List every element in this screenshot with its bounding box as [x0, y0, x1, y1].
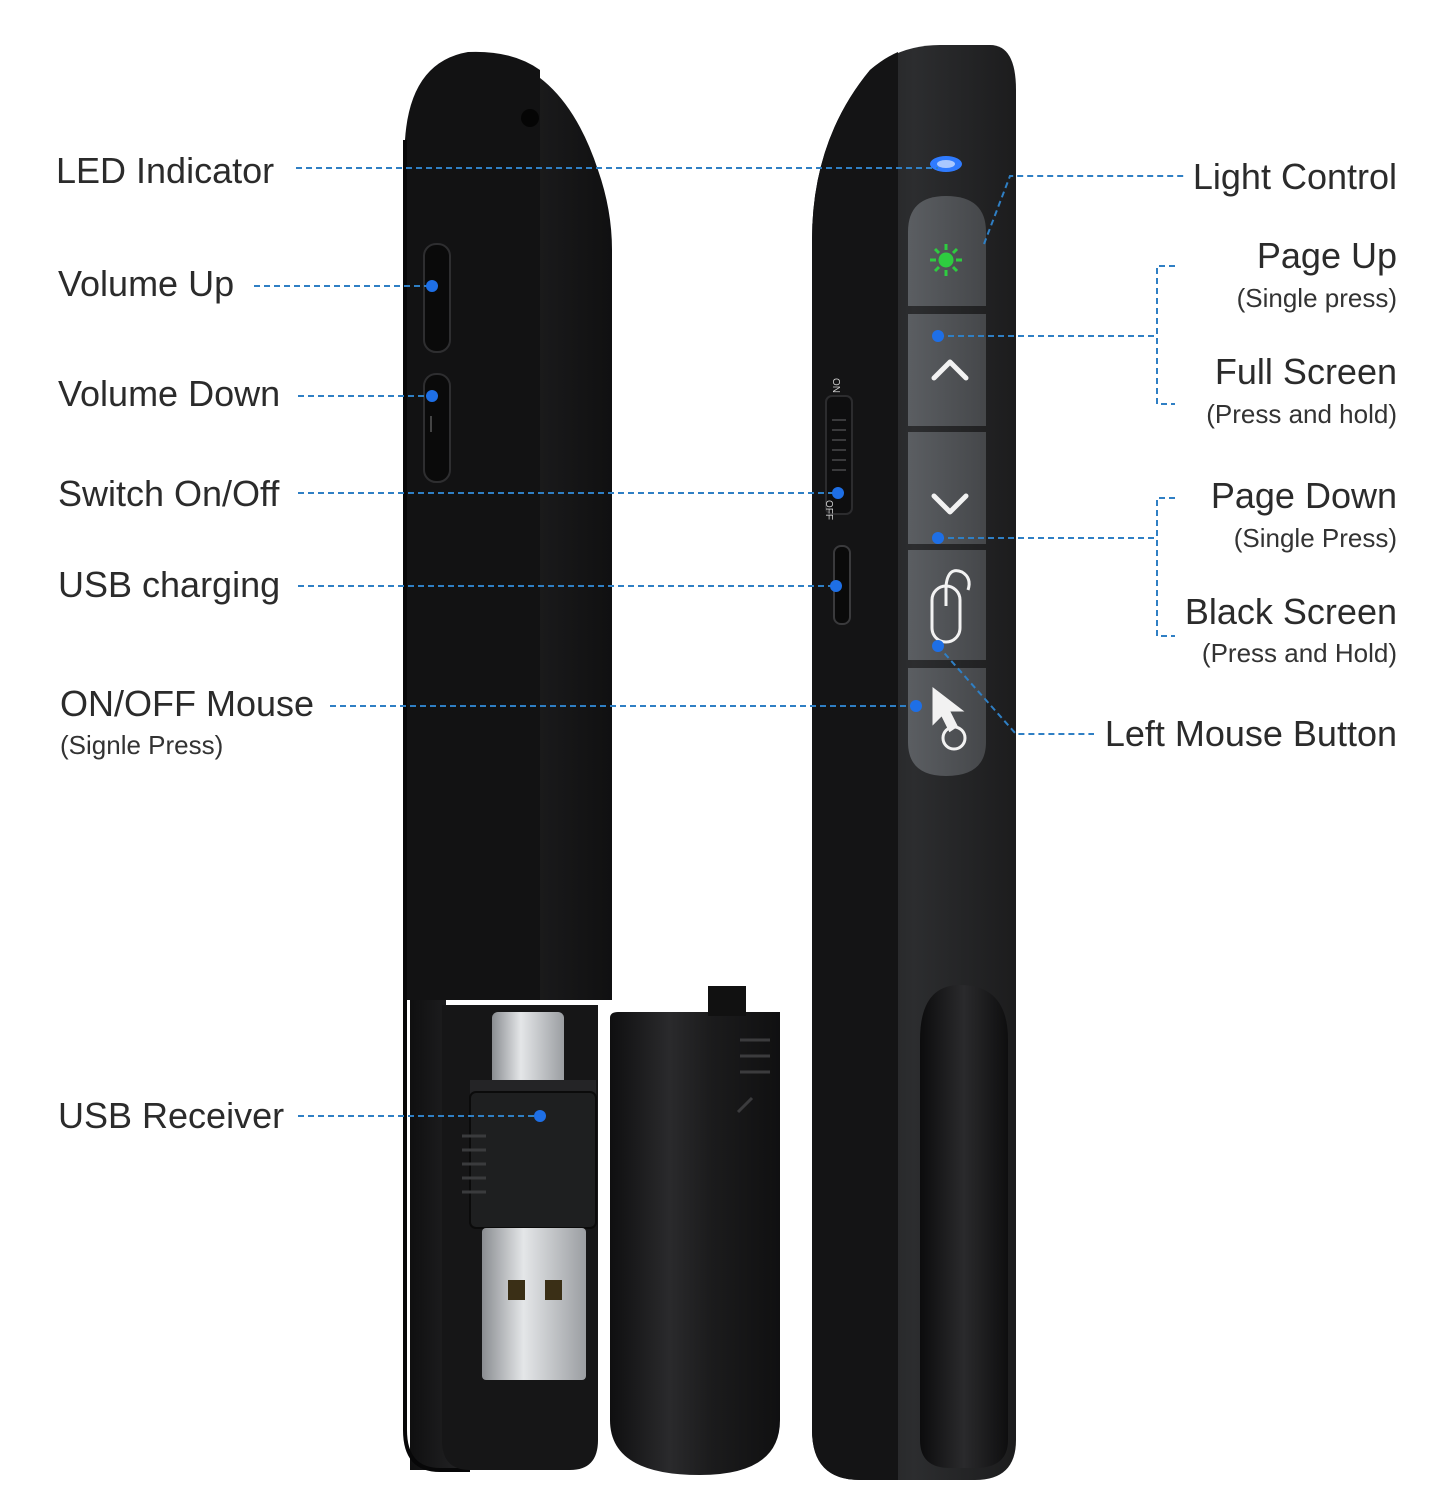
power-switch [825, 395, 853, 515]
page-up-button [908, 314, 986, 426]
device-cap [610, 1012, 780, 1475]
page-down-button [908, 432, 986, 544]
switch-on-off-label: Switch On/Off [58, 473, 280, 514]
full-screen-note: (Press and hold) [1206, 399, 1397, 429]
cursor-icon [932, 686, 967, 751]
page-down-note: (Single Press) [1233, 523, 1397, 553]
usb-a-connector [482, 1228, 586, 1380]
switch-on-text: ON [830, 378, 841, 393]
lanyard-hole [521, 109, 539, 127]
chevron-up-icon [931, 359, 969, 381]
usb-receiver-label: USB Receiver [58, 1095, 285, 1136]
marker-dots [426, 280, 944, 1122]
receiver-body [469, 1091, 597, 1229]
usb-charging-label: USB charging [58, 564, 281, 605]
left-mouse-button-label: Left Mouse Button [1104, 713, 1397, 754]
side-device [403, 51, 780, 1475]
full-screen-label: Full Screen [1214, 351, 1397, 392]
volume-up-label: Volume Up [58, 263, 235, 304]
volume-up-button [423, 243, 451, 353]
black-screen-label: Black Screen [1184, 591, 1397, 632]
light-control-label: Light Control [1192, 156, 1397, 197]
usb-c-connector [492, 1012, 564, 1097]
black-screen-note: (Press and Hold) [1201, 638, 1397, 668]
chevron-down-icon [931, 493, 969, 515]
laser-button [908, 196, 986, 306]
front-device: ON OFF [812, 45, 1016, 1480]
volume-down-button [423, 373, 451, 483]
laser-icon [930, 244, 962, 276]
on-off-mouse-note: (Signle Press) [60, 730, 224, 760]
leader-lines [254, 167, 1186, 1117]
led-indicator-label: LED Indicator [56, 150, 275, 191]
mouse-icon [930, 569, 971, 644]
switch-off-text: OFF [823, 500, 834, 520]
page-up-note: (Single press) [1236, 283, 1397, 313]
on-off-mouse-label: ON/OFF Mouse [60, 683, 315, 724]
page-down-label: Page Down [1210, 475, 1397, 516]
page-up-label: Page Up [1256, 235, 1397, 276]
volume-down-label: Volume Down [58, 373, 281, 414]
grip-recess [920, 985, 1008, 1468]
